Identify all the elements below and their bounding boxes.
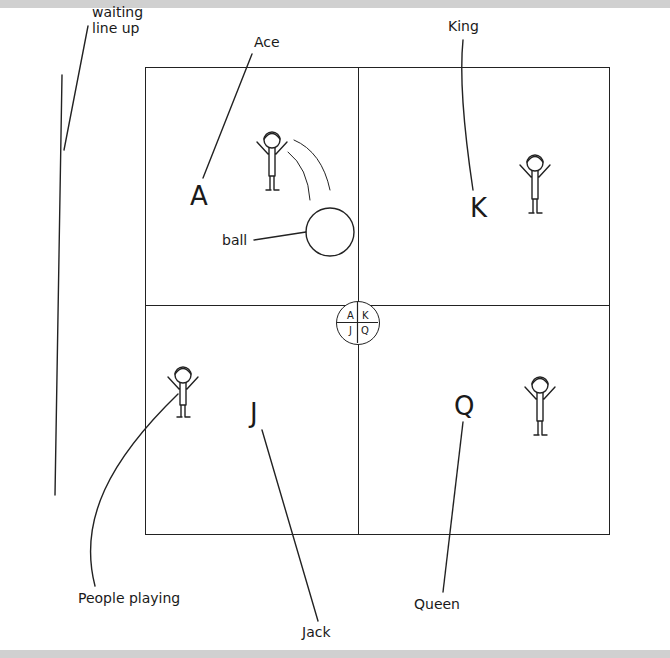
handwritten-label: King — [448, 18, 479, 34]
leader-line — [203, 54, 252, 178]
handwritten-label: People playing — [78, 590, 180, 606]
position-letter-small: K — [362, 310, 369, 321]
position-letter: Q — [454, 392, 474, 421]
court-square: Q — [358, 305, 610, 535]
stick-person — [525, 377, 555, 435]
position-letter: K — [470, 194, 487, 223]
stick-person — [168, 367, 198, 417]
court-square: A — [145, 67, 359, 306]
leader-line — [91, 394, 178, 586]
motion-arc — [288, 152, 310, 200]
leader-line — [462, 40, 473, 190]
court-square: K — [358, 67, 610, 306]
handwritten-label: Queen — [414, 596, 460, 612]
court-square: J — [145, 305, 359, 535]
handwritten-label: ball — [222, 232, 247, 248]
court-center-circle: AKJQ — [336, 301, 380, 345]
handwritten-label: Ace — [254, 34, 280, 50]
leader-line — [64, 26, 88, 150]
circle-divider — [337, 302, 378, 343]
stick-person — [520, 155, 550, 213]
ball — [306, 208, 354, 256]
divider-line — [337, 302, 378, 343]
motion-arc — [294, 140, 330, 190]
leader-line — [443, 422, 463, 592]
position-letter-small: Q — [361, 325, 369, 336]
position-letter-small: J — [349, 325, 352, 336]
frame-band — [0, 650, 670, 658]
position-letter: J — [250, 399, 258, 428]
handwritten-label: waiting line up — [92, 4, 172, 36]
leader-line — [254, 232, 306, 240]
handwritten-label: Jack — [302, 624, 331, 640]
stick-person — [257, 132, 287, 190]
waiting-line — [55, 75, 62, 495]
leader-line — [262, 430, 318, 621]
position-letter: A — [190, 182, 208, 211]
position-letter-small: A — [347, 310, 354, 321]
